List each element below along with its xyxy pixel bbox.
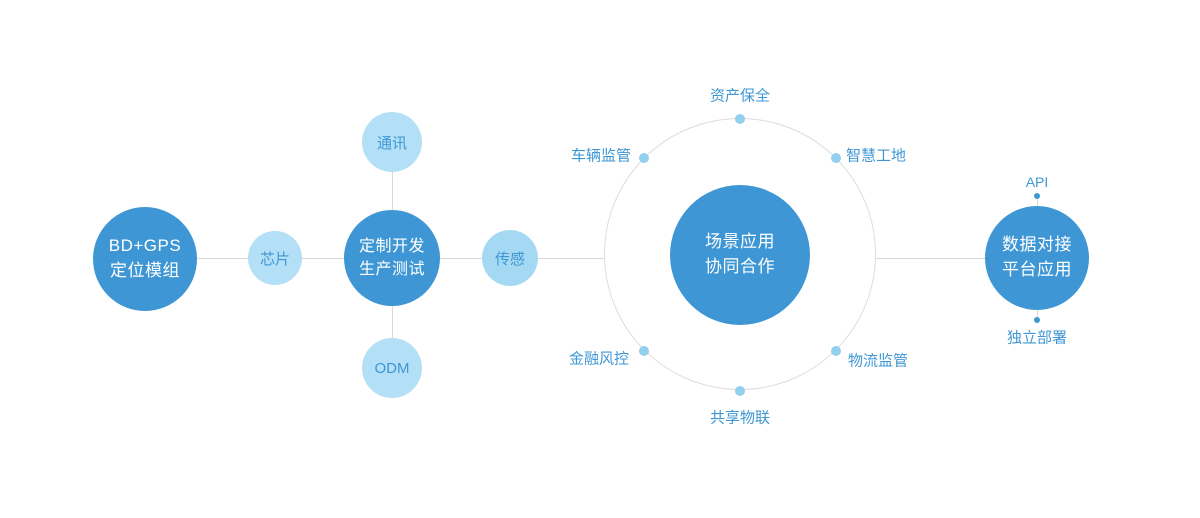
ring-label-finance-risk: 金融风控 <box>568 350 630 368</box>
node-custom-dev-line2: 生产测试 <box>358 261 425 278</box>
node-chip: 芯片 <box>248 231 302 285</box>
node-sensor: 传感 <box>482 230 538 286</box>
node-hub: 场景应用 协同合作 <box>670 185 810 325</box>
deploy-dot <box>1034 317 1040 323</box>
node-sensor-label: 传感 <box>494 250 525 268</box>
ring-dot-top <box>735 114 745 124</box>
ring-label-smart-site: 智慧工地 <box>845 147 907 165</box>
ring-dot-upper-right <box>831 153 841 163</box>
node-platform-line1: 数据对接 <box>1002 235 1072 255</box>
ring-label-logistics-monitor: 物流监管 <box>847 352 909 370</box>
node-bd-gps-line1: BD+GPS <box>108 236 182 256</box>
ring-label-shared-iot: 共享物联 <box>709 409 771 427</box>
connector-api <box>1037 199 1038 207</box>
node-comm: 通讯 <box>362 112 422 172</box>
node-bd-gps-module: BD+GPS 定位模组 <box>93 207 197 311</box>
ring-dot-lower-left <box>639 346 649 356</box>
ring-label-vehicle-monitor: 车辆监管 <box>570 147 632 165</box>
node-odm: ODM <box>362 338 422 398</box>
api-dot <box>1034 193 1040 199</box>
ring-dot-lower-right <box>831 346 841 356</box>
ring-dot-bottom <box>735 386 745 396</box>
node-bd-gps-line2: 定位模组 <box>110 261 180 280</box>
node-chip-label: 芯片 <box>259 250 290 268</box>
api-label: API <box>1025 174 1049 190</box>
ring-label-asset-security: 资产保全 <box>709 87 771 105</box>
connector-ring-to-platform <box>876 258 986 259</box>
node-platform: 数据对接 平台应用 <box>985 206 1089 310</box>
node-hub-line1: 场景应用 <box>705 232 775 252</box>
node-platform-line2: 平台应用 <box>1002 260 1072 279</box>
ring-dot-upper-left <box>639 153 649 163</box>
deploy-label: 独立部署 <box>1006 329 1068 347</box>
node-custom-dev-line1: 定制开发 <box>358 237 425 255</box>
node-odm-label: ODM <box>374 359 410 377</box>
node-custom-dev: 定制开发 生产测试 <box>344 210 440 306</box>
node-hub-line2: 协同合作 <box>705 257 775 276</box>
connector-deploy <box>1037 310 1038 318</box>
node-comm-label: 通讯 <box>376 134 407 152</box>
